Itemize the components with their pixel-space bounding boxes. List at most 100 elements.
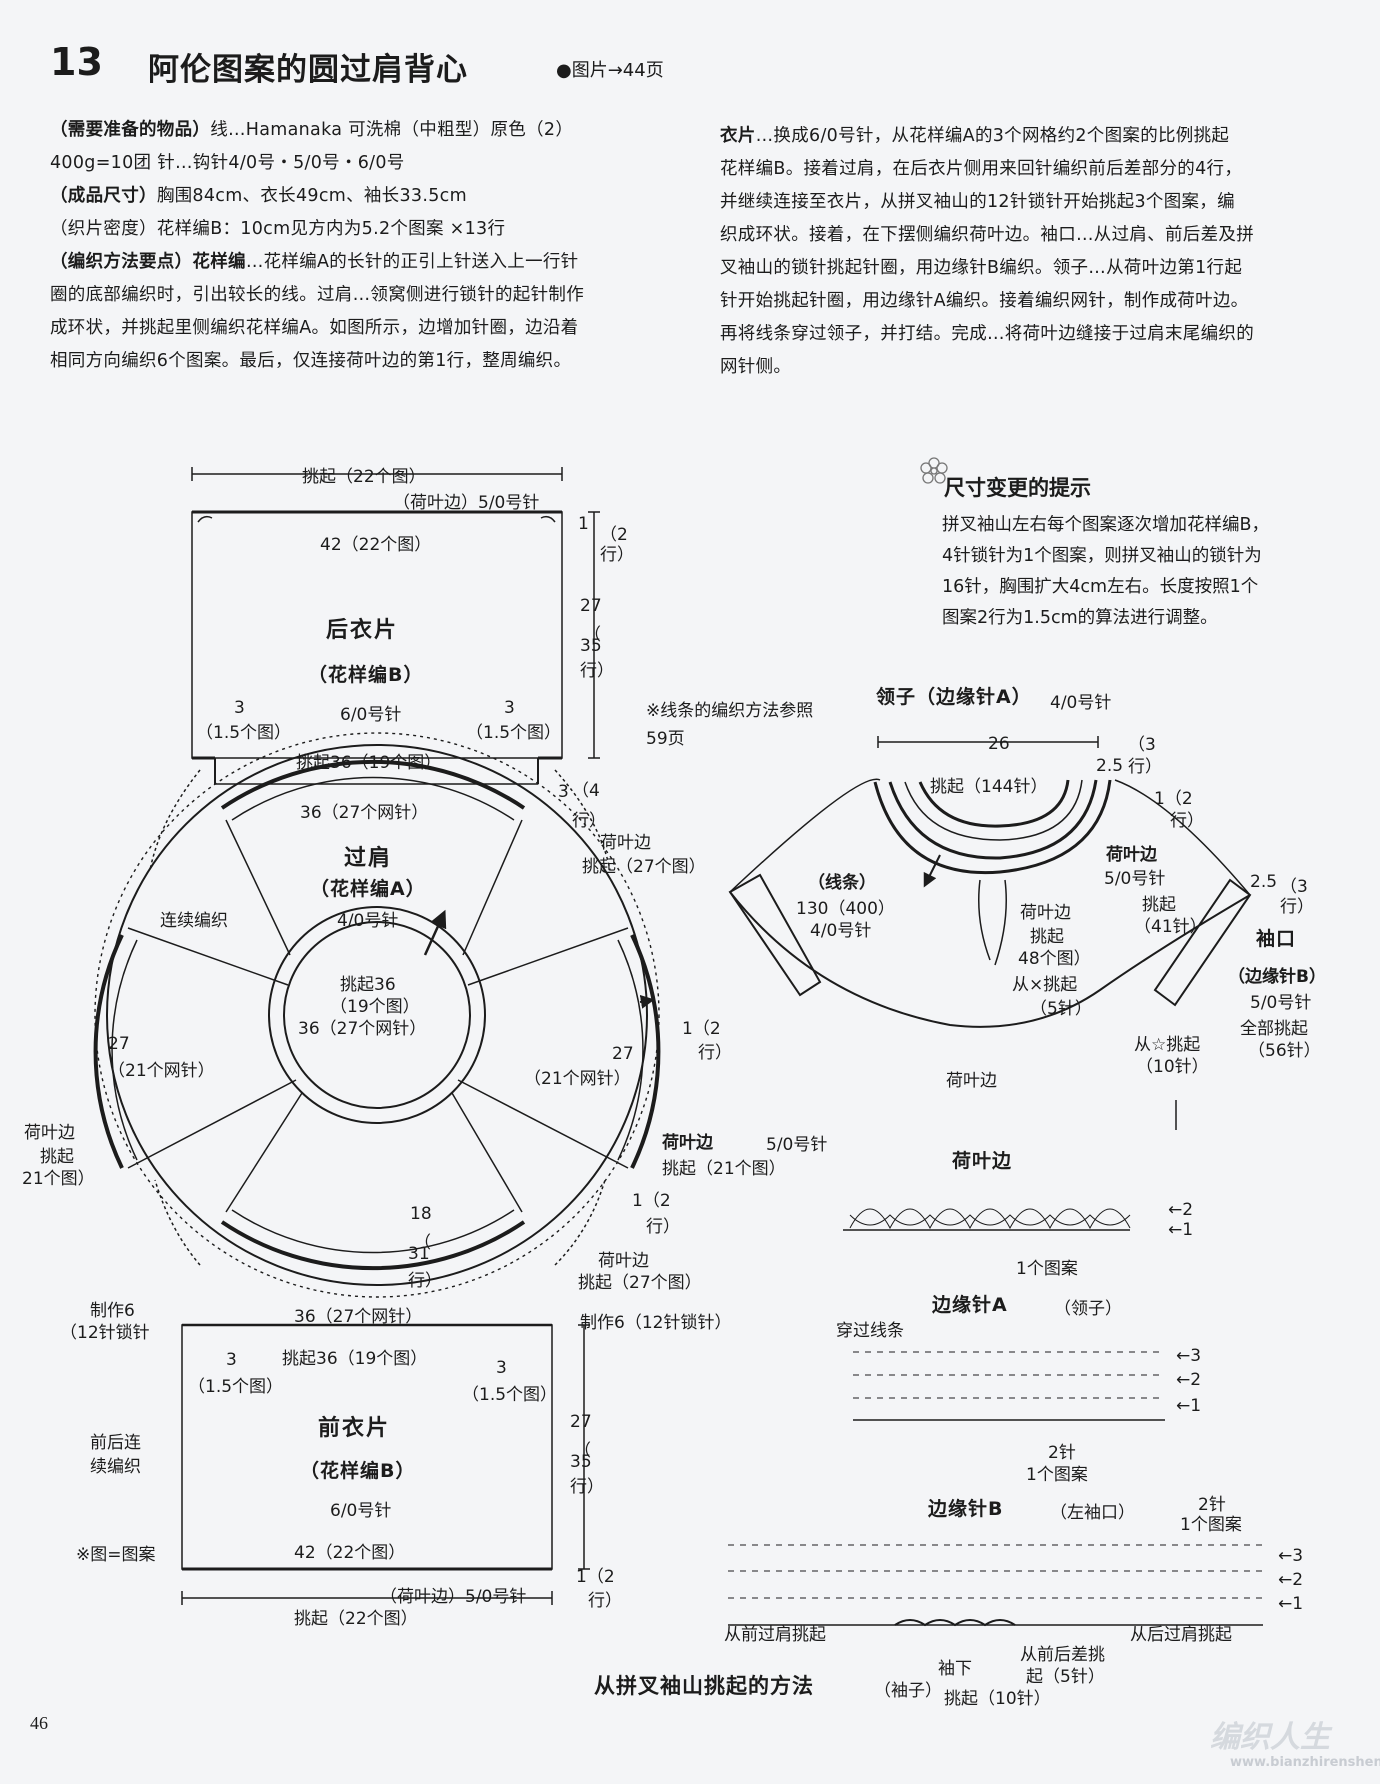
- front-right-3b: （1.5个图）: [462, 1385, 558, 1405]
- yoke-vertical-31c: 行）: [408, 1271, 442, 1291]
- ruffle-chart: [849, 1208, 1131, 1230]
- from-diff: 从前后差挑: [1020, 1645, 1105, 1665]
- back-ruffle: （荷叶边）5/0号针: [393, 493, 540, 513]
- yoke-right-ruffle: 荷叶边: [662, 1133, 713, 1153]
- instructions-right-text: 并继续连接至衣片，从拼叉袖山的12针锁针开始挑起3个图案，编: [720, 192, 1235, 212]
- yoke-left-27b: （21个网针）: [108, 1061, 215, 1081]
- instructions-left-text: 成环状，并挑起里侧编织花样编A。如图所示，边增加针圈，边沿着: [50, 318, 579, 338]
- photo-reference: ●图片→44页: [556, 60, 664, 81]
- from-back-yoke: 从后过肩挑起: [1130, 1625, 1232, 1645]
- instructions-right-line: 并继续连接至衣片，从拼叉袖山的12针锁针开始挑起3个图案，编: [720, 186, 1350, 219]
- edge-a-title: 边缘针A: [932, 1294, 1008, 1316]
- collar-from-star: 从☆挑起: [1134, 1035, 1201, 1055]
- yoke-left-ruffle: 荷叶边: [24, 1123, 75, 1143]
- edge-a-chart: [853, 1351, 1165, 1399]
- collar-width-26: 26: [988, 734, 1010, 754]
- yoke-inner-pickup: 挑起36: [340, 975, 396, 995]
- front-right-3: 3: [496, 1358, 507, 1378]
- back-side-3: 3: [558, 782, 569, 802]
- cuff-pick: 全部挑起: [1240, 1019, 1308, 1039]
- back-width: 42（22个图）: [320, 535, 432, 555]
- collar-ruffle-pick-b: （41针）: [1134, 917, 1207, 937]
- instructions-left-text: 圈的底部编织时，引出较长的线。过肩…领窝侧进行锁针的起针制作: [50, 285, 584, 305]
- edge-b-row-2: ←2: [1278, 1570, 1304, 1590]
- yoke-ruffle-bottom: 荷叶边: [598, 1251, 649, 1271]
- instructions-left-line: （成品尺寸）胸围84cm、衣长49cm、袖长33.5cm: [50, 180, 690, 213]
- collar-rows-12b: 行）: [1170, 811, 1204, 831]
- instructions-right-line: 花样编B。接着过肩，在后衣片侧用来回针编织前后差部分的4行，: [720, 153, 1350, 186]
- yoke-vertical-31b: 31: [408, 1244, 430, 1264]
- back-height-rows-c: 行）: [580, 661, 614, 681]
- front-rows-b: 行）: [588, 1591, 622, 1611]
- yoke-title: 过肩: [344, 846, 393, 871]
- instructions-right-text: 网针侧。: [720, 357, 792, 377]
- collar-rows-3b: 行）: [1128, 757, 1162, 777]
- sleeve-bottom: 袖下: [938, 1659, 972, 1679]
- collar-cuff-25: 2.5: [1250, 872, 1278, 892]
- yoke-continuous: 连续编织: [160, 911, 228, 931]
- collar-cord-len: 130（400）: [796, 899, 895, 919]
- instructions-left-line: 400g=10团 针…钩针4/0号・5/0号・6/0号: [50, 147, 690, 180]
- instructions-right-line: 针开始挑起针圈，用边缘针A编织。接着编织网针，制作成荷叶边。: [720, 285, 1350, 318]
- instructions-left-heading: （编织方法要点）花样编: [50, 252, 246, 272]
- edge-a-row-3: ←3: [1176, 1346, 1202, 1366]
- front-rows: 1（2: [576, 1567, 615, 1587]
- collar-needle: 4/0号针: [1050, 693, 1112, 713]
- instructions-left-heading: （需要准备的物品）: [50, 120, 211, 140]
- front-height: 27: [570, 1412, 592, 1432]
- collar-line-note: ※线条的编织方法参照: [646, 701, 814, 721]
- yoke-bottom-36: 36（27个网针）: [294, 1307, 423, 1327]
- front-ruffle: （荷叶边）5/0号针: [380, 1587, 527, 1607]
- front-make6-left-b: （12针锁针: [60, 1323, 150, 1343]
- back-left-3: 3: [234, 698, 245, 718]
- collar-from-x-b: （5针）: [1030, 999, 1092, 1019]
- cuff-title: 袖口: [1256, 928, 1297, 950]
- front-panel-pattern: （花样编B）: [300, 1460, 416, 1482]
- ruffle-row-2: ←2: [1168, 1200, 1194, 1220]
- yoke-left-ruffle-c: 21个图）: [22, 1169, 95, 1189]
- instructions-right: 衣片…换成6/0号针，从花样编A的3个网格约2个图案的比例挑起花样编B。接着过肩…: [720, 120, 1350, 384]
- edge-a-sub: （领子）: [1054, 1299, 1122, 1319]
- front-top-pickup: 挑起36（19个图）: [282, 1349, 428, 1369]
- pickup-caption-sub: （袖子）: [874, 1681, 942, 1701]
- tip-line: 拼叉袖山左右每个图案逐次增加花样编B，: [942, 515, 1270, 535]
- edge-b-row-1: ←1: [1278, 1594, 1304, 1614]
- flower-icon: [918, 456, 948, 486]
- yoke-ruffle-bottom-b: 挑起（27个图）: [578, 1273, 702, 1293]
- yoke-top-36: 36（27个网针）: [300, 803, 429, 823]
- instructions-left-text: 相同方向编织6个图案。最后，仅连接荷叶边的第1行，整周编织。: [50, 351, 572, 371]
- cuff-needle: 5/0号针: [1250, 993, 1312, 1013]
- instructions-right-text: 针开始挑起针圈，用边缘针A编织。接着编织网针，制作成荷叶边。: [720, 291, 1249, 311]
- page-title: 阿伦图案的圆过肩背心: [148, 52, 468, 88]
- collar-hem: 荷叶边: [946, 1071, 997, 1091]
- instructions-left-line: （织片密度）花样编B：10cm见方内为5.2个图案 ×13行: [50, 213, 690, 246]
- ruffle-repeat: 1个图案: [1016, 1259, 1078, 1279]
- instructions-right-text: 再将线条穿过领子，并打结。完成…将荷叶边缝接于过肩末尾编织的: [720, 324, 1254, 344]
- front-panel-title: 前衣片: [318, 1416, 391, 1441]
- edge-b-title: 边缘针B: [928, 1498, 1004, 1520]
- edge-a-thread: 穿过线条: [836, 1321, 904, 1341]
- yoke-pattern: （花样编A）: [310, 878, 426, 900]
- tip-title: 尺寸变更的提示: [944, 476, 1091, 500]
- collar-ruffle-48b: 挑起: [1030, 927, 1064, 947]
- collar-rows-12: 1（2: [1154, 789, 1193, 809]
- ruffle-chart-title: 荷叶边: [952, 1150, 1013, 1172]
- yoke-right-rows: 1（2: [682, 1019, 721, 1039]
- front-make6-right: 制作6（12针锁针）: [580, 1313, 732, 1333]
- collar-ruffle-pick: 挑起: [1142, 895, 1176, 915]
- cuff-pattern: （边缘针B）: [1228, 967, 1326, 987]
- collar-cuff-rows: （3: [1280, 877, 1308, 897]
- instructions-right-line: 叉袖山的锁针挑起针圈，用边缘针B编织。领子…从荷叶边第1行起: [720, 252, 1350, 285]
- cuff-pick-b: （56针）: [1248, 1041, 1321, 1061]
- instructions-left-text: 胸围84cm、衣长49cm、袖长33.5cm: [156, 186, 467, 206]
- collar-cuff-rows-b: 行）: [1280, 897, 1314, 917]
- instructions-left-line: 相同方向编织6个图案。最后，仅连接荷叶边的第1行，整周编织。: [50, 345, 690, 378]
- back-side-4a: （4: [572, 781, 600, 801]
- instructions-right-line: 再将线条穿过领子，并打结。完成…将荷叶边缝接于过肩末尾编织的: [720, 318, 1350, 351]
- back-panel-needle: 6/0号针: [340, 705, 402, 725]
- yoke-right-rows-b: 行）: [698, 1043, 732, 1063]
- instructions-left-line: 圈的底部编织时，引出较长的线。过肩…领窝侧进行锁针的起针制作: [50, 279, 690, 312]
- back-bottom-pickup: 挑起36（19个图）: [296, 753, 442, 773]
- yoke-inner-pickup-b: （19个图）: [330, 997, 420, 1017]
- page-number: 46: [30, 1713, 48, 1733]
